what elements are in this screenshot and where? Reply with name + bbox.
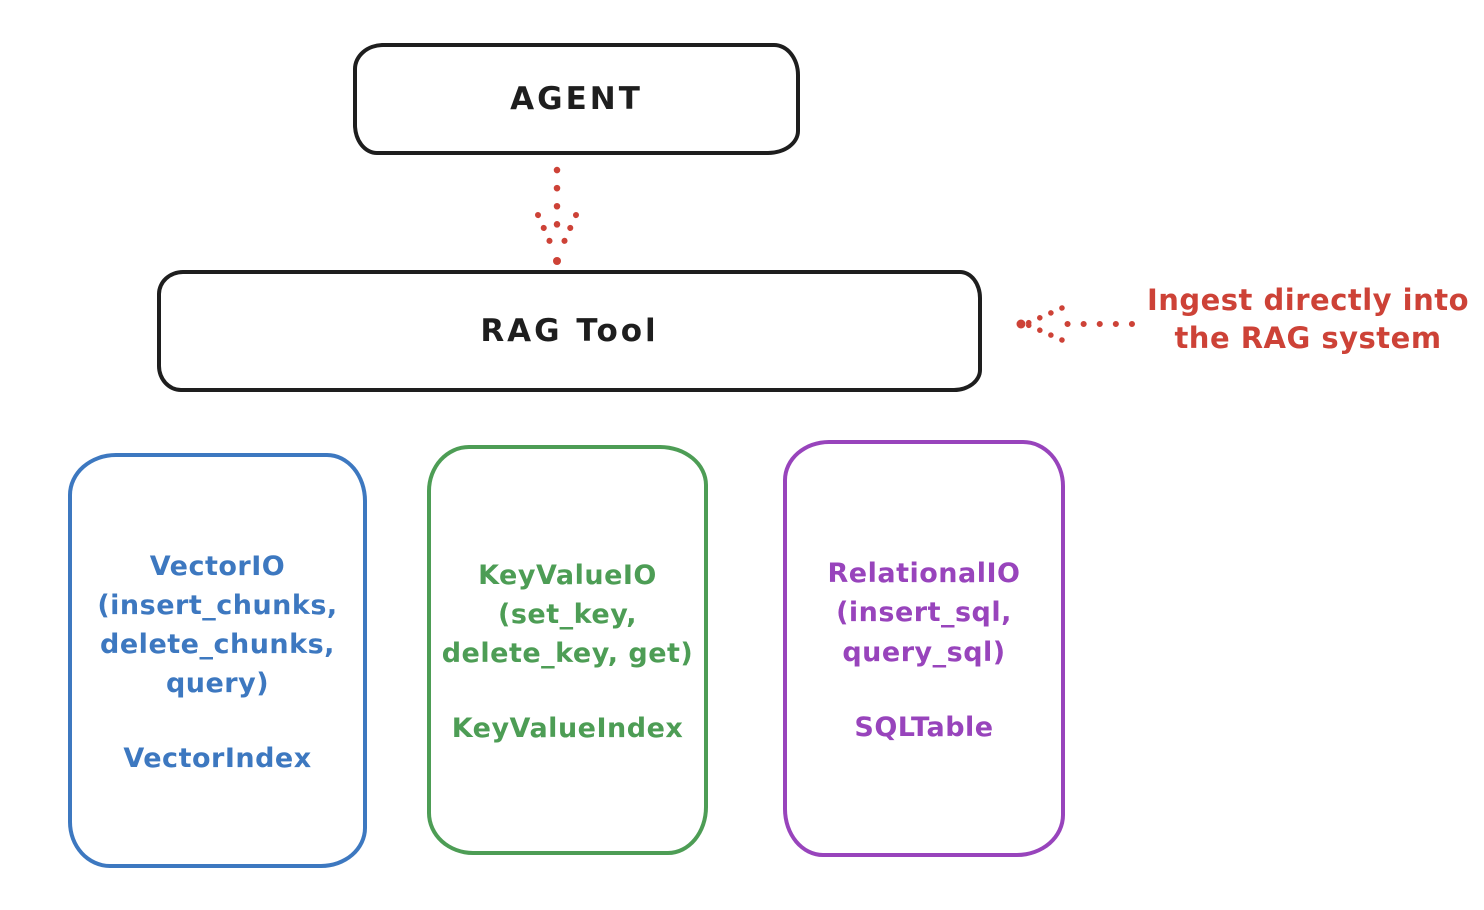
- sql-table-label: SQLTable: [854, 711, 994, 743]
- ingest-annotation-line2: the RAG system: [1174, 321, 1442, 356]
- relational-io-label: RelationalIO (insert_sql, query_sql): [827, 558, 1021, 668]
- vector-index-label: VectorIndex: [123, 743, 312, 775]
- agent-label: AGENT: [510, 81, 643, 117]
- rag-tool-node: RAG Tool: [157, 270, 982, 392]
- relational-io-node: RelationalIO (insert_sql, query_sql) SQL…: [783, 440, 1065, 857]
- vector-io-node: VectorIO (insert_chunks, delete_chunks, …: [68, 453, 367, 868]
- agent-to-ragtool-dotted-arrow-icon: [535, 166, 579, 265]
- ingest-annotation: Ingest directly into the RAG system: [1138, 281, 1478, 358]
- keyvalue-io-node: KeyValueIO (set_key, delete_key, get) Ke…: [427, 445, 708, 855]
- rag-tool-label: RAG Tool: [480, 313, 659, 349]
- vector-io-label: VectorIO (insert_chunks, delete_chunks, …: [97, 550, 338, 700]
- keyvalue-io-label: KeyValueIO (set_key, delete_key, get): [441, 559, 694, 670]
- keyvalue-index-label: KeyValueIndex: [451, 713, 684, 745]
- ingest-dotted-arrow-icon: [1016, 305, 1135, 343]
- agent-node: AGENT: [353, 43, 800, 155]
- ingest-annotation-line1: Ingest directly into: [1146, 283, 1470, 317]
